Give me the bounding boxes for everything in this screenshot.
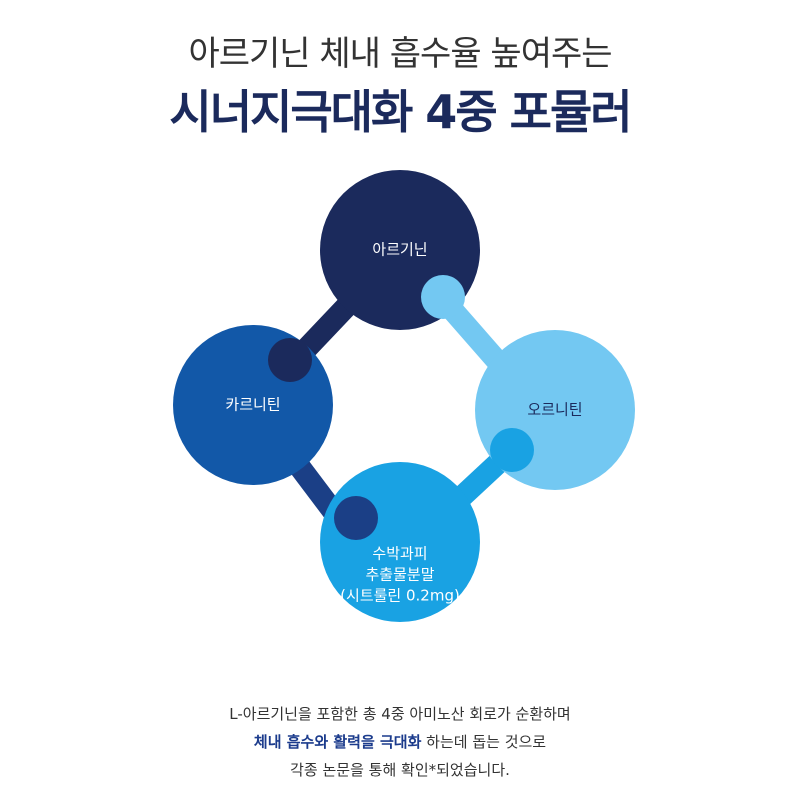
formula-diagram-graphic xyxy=(173,170,635,622)
description-line3: 각종 논문을 통해 확인*되었습니다. xyxy=(290,761,510,779)
description-line2: 체내 흡수와 활력을 극대화 하는데 돕는 것으로 xyxy=(0,728,800,756)
description: L-아르기닌을 포함한 총 4중 아미노산 회로가 순환하며 체내 흡수와 활력… xyxy=(0,700,800,784)
node-arginine-label: 아르기닌 xyxy=(372,240,428,259)
node-watermelon-label-line2: 추출물분말 xyxy=(365,565,435,584)
description-line2-rest: 하는데 돕는 것으로 xyxy=(421,733,547,751)
highlight-absorption: 체내 흡수 xyxy=(253,733,315,751)
node-watermelon-label-line1: 수박과피 xyxy=(372,544,428,563)
page-subtitle: 아르기닌 체내 흡수율 높여주는 xyxy=(188,34,612,74)
node-carnitine-label: 카르니틴 xyxy=(225,395,281,414)
node-watermelon-label-line3: (시트룰린 0.2mg) xyxy=(340,586,460,605)
junction-ornithine-watermelon xyxy=(490,428,534,472)
junction-arginine-ornithine xyxy=(421,275,465,319)
description-line2-connector: 와 xyxy=(314,733,334,751)
node-watermelon-label: 수박과피 추출물분말 (시트룰린 0.2mg) xyxy=(340,544,460,607)
junction-carnitine-arginine xyxy=(268,338,312,382)
formula-diagram: 아르기닌 카르니틴 오르니틴 수박과피 추출물분말 (시트룰린 0.2mg) xyxy=(0,160,800,680)
node-ornithine-label: 오르니틴 xyxy=(527,400,583,419)
highlight-vitality: 활력을 극대화 xyxy=(333,733,422,751)
junction-watermelon-carnitine xyxy=(334,496,378,540)
description-line1: L-아르기닌을 포함한 총 4중 아미노산 회로가 순환하며 xyxy=(229,705,571,723)
page-title: 시너지극대화 4중 포뮬러 xyxy=(169,85,632,139)
